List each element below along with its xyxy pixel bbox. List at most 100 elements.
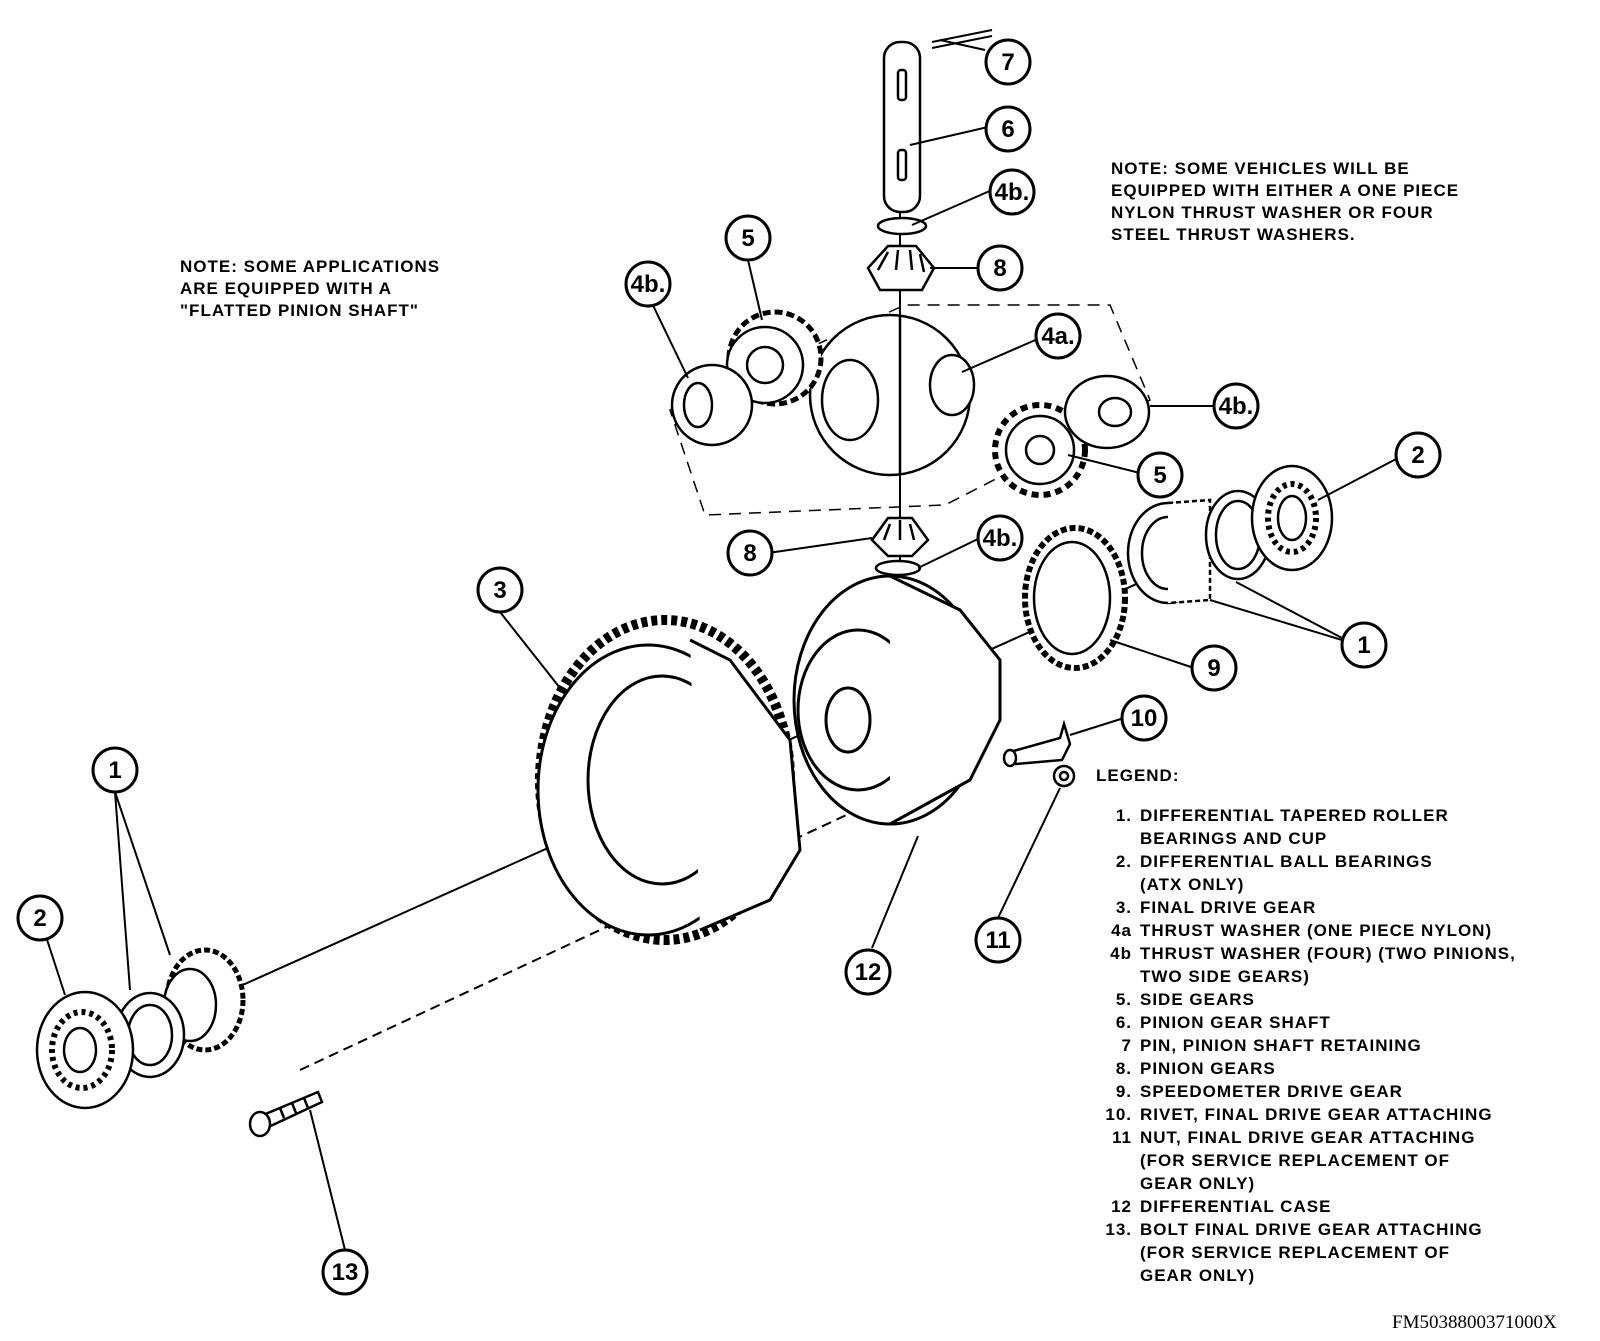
legend-item-number: 4a xyxy=(1111,921,1132,940)
callout-label: 2 xyxy=(33,905,46,932)
legend-item-text: PIN, PINION SHAFT RETAINING xyxy=(1140,1036,1422,1055)
legend-item-text: THRUST WASHER (ONE PIECE NYLON) xyxy=(1140,921,1493,940)
legend-item-number: 10. xyxy=(1105,1105,1132,1124)
callout-circle xyxy=(974,916,1022,964)
legend-item-number: 1. xyxy=(1115,806,1132,825)
leader-3 xyxy=(499,611,561,689)
legend-item-number: 11 xyxy=(1112,1128,1132,1147)
callout-1: 1 xyxy=(91,746,139,794)
legend-item: 10. RIVET, FINAL DRIVE GEAR ATTACHING xyxy=(1092,1103,1582,1126)
speedometer-drive-gear xyxy=(1022,525,1128,671)
callout-label: 12 xyxy=(855,959,882,986)
legend-item-number: 13. xyxy=(1105,1220,1132,1239)
callout-circle xyxy=(1120,694,1168,742)
callout-label: 2 xyxy=(1411,442,1424,469)
callout-circle xyxy=(1034,312,1082,360)
callout-13: 13 xyxy=(321,1248,369,1296)
legend-item: 13.BOLT FINAL DRIVE GEAR ATTACHING (FOR … xyxy=(1092,1218,1582,1287)
leader-9 xyxy=(1109,639,1195,669)
differential-case xyxy=(792,574,1002,826)
legend-item: 3.FINAL DRIVE GEAR xyxy=(1092,896,1582,919)
callout-4b: 4b. xyxy=(624,260,672,308)
callout-label: 7 xyxy=(1001,49,1014,76)
callout-2: 2 xyxy=(16,894,64,942)
legend-item-number: 7 xyxy=(1121,1036,1132,1055)
legend-item-text: SPEEDOMETER DRIVE GEAR xyxy=(1140,1082,1403,1101)
leader-2-right xyxy=(1317,457,1399,501)
note-flatted-pinion-shaft: NOTE: SOME APPLICATIONS ARE EQUIPPED WIT… xyxy=(180,257,441,320)
legend-list: 1. DIFFERENTIAL TAPERED ROLLER BEARINGS A… xyxy=(1092,804,1582,1287)
leader-1-right-a xyxy=(1235,581,1343,639)
bolt xyxy=(248,1090,324,1138)
callout-circle xyxy=(321,1248,369,1296)
leader-4b-left xyxy=(647,294,689,379)
callout-label: 10 xyxy=(1131,705,1158,732)
leader-12 xyxy=(871,835,919,949)
callout-label: 3 xyxy=(493,577,506,604)
legend-item-text: RIVET, FINAL DRIVE GEAR ATTACHING xyxy=(1140,1105,1493,1124)
figure-id: FM5038800371000X xyxy=(1392,1312,1557,1333)
legend-item: 1. DIFFERENTIAL TAPERED ROLLER BEARINGS A… xyxy=(1092,804,1582,850)
callout-4b: 4b. xyxy=(976,514,1024,562)
callout-label: 4b. xyxy=(995,179,1030,206)
final-drive-gear xyxy=(535,615,802,945)
callout-10: 10 xyxy=(1120,694,1168,742)
legend-item: 2.DIFFERENTIAL BALL BEARINGS (ATX ONLY) xyxy=(1092,850,1582,896)
callout-7: 7 xyxy=(984,38,1032,86)
legend-item-text: SIDE GEARS xyxy=(1140,990,1255,1009)
callout-6: 6 xyxy=(984,105,1032,153)
callout-circle xyxy=(1340,621,1388,669)
legend-item-number: 4b xyxy=(1110,944,1132,963)
callout-label: 11 xyxy=(985,927,1010,954)
legend-title: LEGEND: xyxy=(1096,766,1180,785)
legend-item: 7 PIN, PINION SHAFT RETAINING xyxy=(1092,1034,1582,1057)
leader-1-left-a xyxy=(114,791,131,991)
ball-bearing-left xyxy=(35,990,135,1110)
callout-circle xyxy=(1190,644,1238,692)
leader-5-right xyxy=(1067,454,1141,474)
callout-label: 8 xyxy=(743,540,756,567)
thrust-washer-left xyxy=(670,363,754,447)
callout-circle xyxy=(726,529,774,577)
internals-outline xyxy=(669,304,1151,516)
callout-label: 6 xyxy=(1001,116,1014,143)
callout-label: 5 xyxy=(1153,462,1166,489)
callout-4b: 4b. xyxy=(988,168,1036,216)
case-internal-sphere xyxy=(808,313,976,477)
callout-circle xyxy=(1394,431,1442,479)
legend-item: 11 NUT, FINAL DRIVE GEAR ATTACHING (FOR S… xyxy=(1092,1126,1582,1195)
legend-item-text: DIFFERENTIAL TAPERED ROLLER BEARINGS AND… xyxy=(1140,806,1449,848)
legend-item-text: NUT, FINAL DRIVE GEAR ATTACHING (FOR SER… xyxy=(1140,1128,1476,1193)
callout-label: 4b. xyxy=(983,525,1018,552)
callout-circle xyxy=(624,260,672,308)
callout-circle xyxy=(91,746,139,794)
callout-4b: 4b. xyxy=(1212,382,1260,430)
callout-2: 2 xyxy=(1394,431,1442,479)
callout-circle xyxy=(16,894,64,942)
leader-1-right-b xyxy=(1209,599,1343,641)
callout-8: 8 xyxy=(976,244,1024,292)
leader-11 xyxy=(997,787,1061,919)
legend-item: 5.SIDE GEARS xyxy=(1092,988,1582,1011)
pinion-gear-bottom xyxy=(870,516,930,558)
thrust-washer-top xyxy=(876,216,928,236)
callout-8: 8 xyxy=(726,529,774,577)
callout-circle xyxy=(476,566,524,614)
thrust-washer-bottom xyxy=(874,559,922,577)
callout-circle xyxy=(1212,382,1260,430)
callout-circle xyxy=(976,244,1024,292)
pinion-gear-shaft xyxy=(882,40,922,214)
legend-item-number: 8. xyxy=(1115,1059,1132,1078)
legend-item-text: FINAL DRIVE GEAR xyxy=(1140,898,1317,917)
thrust-washer-right xyxy=(1063,374,1151,450)
side-gear-right xyxy=(992,402,1088,498)
callout-label: 4b. xyxy=(1219,393,1254,420)
callout-circle xyxy=(844,948,892,996)
leader-4a xyxy=(961,337,1041,373)
leader-6 xyxy=(909,126,989,146)
callout-label: 4a. xyxy=(1041,323,1074,350)
